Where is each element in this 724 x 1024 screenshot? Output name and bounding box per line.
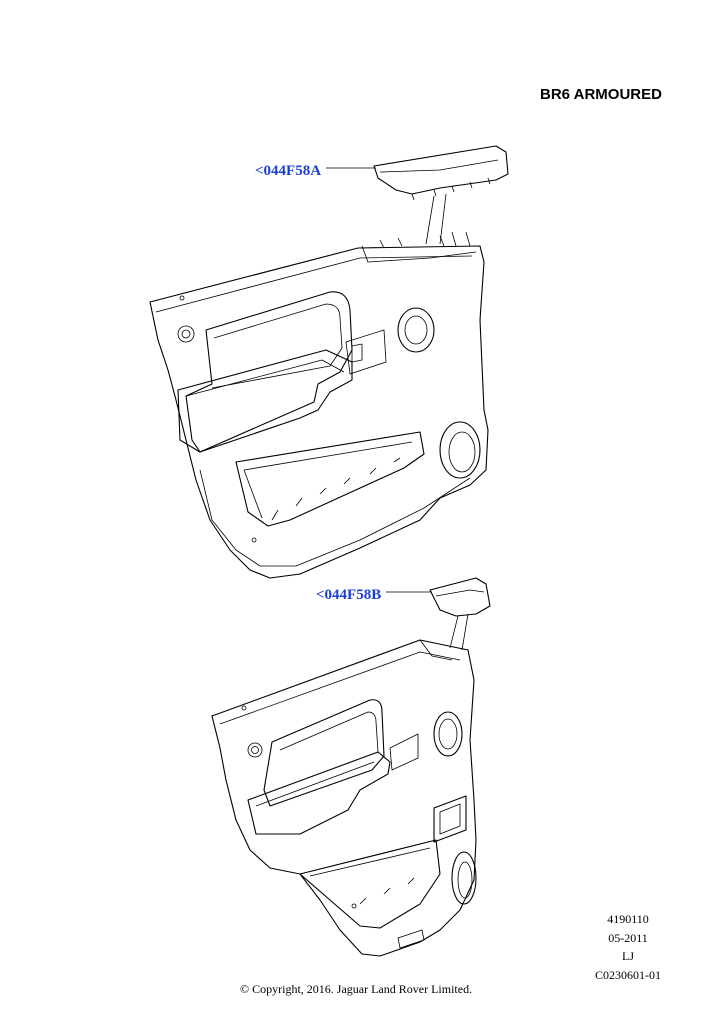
drawing-date: 05-2011	[608, 930, 648, 945]
drawing-initials: LJ	[622, 949, 634, 963]
front-door-panel	[149, 231, 489, 579]
drawing-reference-block: 4190110 05-2011 LJ C0230601-01	[595, 910, 661, 984]
rear-door-panel	[211, 639, 477, 957]
callout-link-044f58a[interactable]: <044F58A	[255, 163, 322, 179]
copyright-notice: © Copyright, 2016. Jaguar Land Rover Lim…	[240, 982, 473, 996]
drawing-number: 4190110	[607, 912, 649, 926]
callout-link-044f58b[interactable]: <044F58B	[316, 587, 382, 603]
front-door-insert-part	[373, 145, 509, 245]
drawing-code: C0230601-01	[595, 967, 661, 982]
diagram-title: BR6 ARMOURED	[540, 86, 662, 103]
rear-door-insert-part	[429, 577, 491, 651]
